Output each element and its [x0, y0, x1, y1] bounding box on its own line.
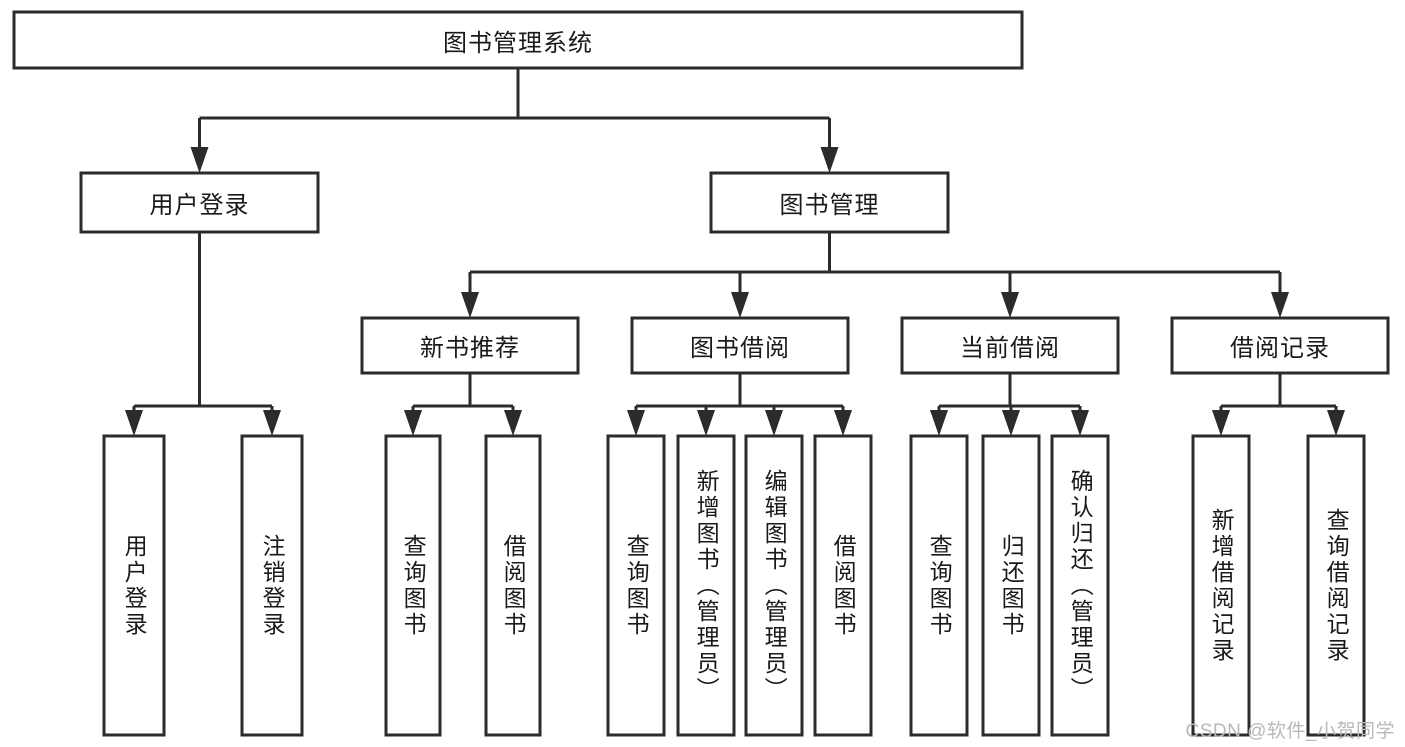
arrow-to-leaf-query-record: [1327, 410, 1345, 436]
arrow-to-leaf-query-book-1: [404, 410, 422, 436]
node-box-new-book-recommend[interactable]: [360, 316, 580, 375]
node-box-borrow-record[interactable]: [1170, 316, 1390, 375]
node-box-leaf-query-book-1[interactable]: [384, 434, 442, 737]
node-box-book-borrow[interactable]: [630, 316, 850, 375]
boxes-layer: [12, 10, 1390, 737]
arrow-to-leaf-confirm-return: [1071, 410, 1089, 436]
node-box-leaf-query-book-3[interactable]: [909, 434, 969, 737]
arrow-to-user-login: [190, 147, 209, 173]
arrow-to-leaf-add-record: [1212, 410, 1230, 436]
arrow-to-book-manage: [820, 147, 839, 173]
arrow-to-leaf-add-book: [697, 410, 715, 436]
arrow-to-borrow-record: [1271, 292, 1289, 318]
node-box-leaf-confirm-return[interactable]: [1050, 434, 1110, 737]
node-box-leaf-add-record[interactable]: [1191, 434, 1251, 737]
arrow-to-current-borrow: [1001, 292, 1019, 318]
arrow-to-leaf-borrow-book-1: [504, 410, 522, 436]
node-box-leaf-user-logout[interactable]: [240, 434, 304, 737]
node-box-book-manage[interactable]: [709, 171, 950, 234]
arrow-to-new-book-recommend: [461, 292, 479, 318]
connectors-layer: [125, 68, 1345, 436]
node-box-leaf-edit-book[interactable]: [744, 434, 804, 737]
arrow-to-leaf-borrow-book-2: [834, 410, 852, 436]
node-box-leaf-query-record[interactable]: [1306, 434, 1366, 737]
node-box-leaf-return-book[interactable]: [981, 434, 1041, 737]
csdn-watermark: CSDN @软件_小贺同学: [1185, 721, 1395, 742]
node-box-leaf-borrow-book-2[interactable]: [813, 434, 873, 737]
node-box-current-borrow[interactable]: [900, 316, 1120, 375]
node-box-leaf-add-book[interactable]: [676, 434, 736, 737]
arrow-to-leaf-user-logout: [263, 410, 281, 436]
node-box-user-login[interactable]: [79, 171, 320, 234]
node-box-leaf-borrow-book-1[interactable]: [484, 434, 542, 737]
arrow-to-leaf-user-login: [125, 410, 143, 436]
node-box-root[interactable]: [12, 10, 1024, 70]
arrow-to-leaf-return-book: [1002, 410, 1020, 436]
arrow-to-leaf-query-book-3: [930, 410, 948, 436]
arrow-to-leaf-query-book-2: [627, 410, 645, 436]
node-box-leaf-user-login[interactable]: [102, 434, 166, 737]
node-box-leaf-query-book-2[interactable]: [606, 434, 666, 737]
arrow-to-leaf-edit-book: [765, 410, 783, 436]
arrow-to-book-borrow: [731, 292, 749, 318]
